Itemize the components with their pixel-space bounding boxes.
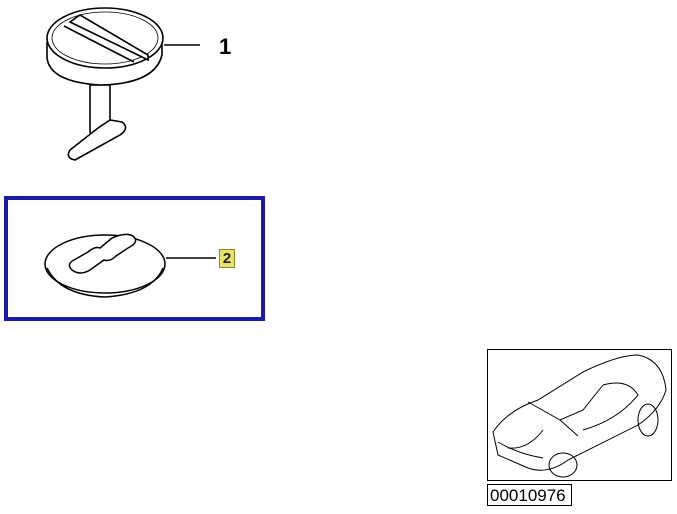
part-2-washer-illustration bbox=[44, 233, 216, 298]
selected-part-frame bbox=[4, 196, 265, 321]
callout-2: 2 bbox=[219, 249, 235, 268]
part-1-fastener-illustration bbox=[46, 7, 200, 161]
vehicle-thumbnail bbox=[487, 349, 672, 481]
car-outline-icon bbox=[492, 354, 667, 478]
vehicle-image-id: 00010976 bbox=[487, 484, 572, 506]
callout-1: 1 bbox=[219, 34, 232, 59]
